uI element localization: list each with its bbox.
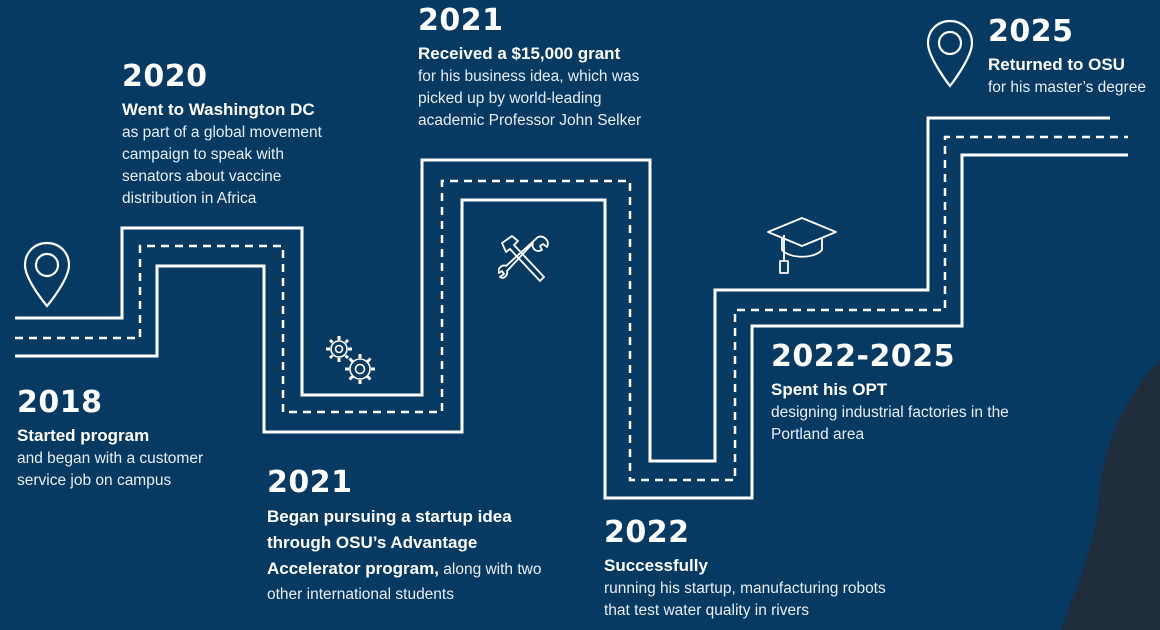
milestone-2025: 2025 Returned to OSU for his master’s de… — [988, 15, 1160, 99]
milestone-year: 2020 — [122, 59, 208, 94]
milestone-text: for his master’s degree — [988, 79, 1146, 96]
milestone-text: along with two other international stude… — [267, 561, 542, 603]
milestone-2021-accelerator: 2021 Began pursuing a startup idea throu… — [267, 466, 567, 607]
milestone-text: and began with a customer service job on… — [17, 450, 204, 489]
milestone-2018: 2018 Started program and began with a cu… — [17, 386, 257, 492]
milestone-year: 2022-2025 — [771, 339, 955, 374]
jacket-shape — [1062, 360, 1160, 630]
milestone-text: for his business idea, which was picked … — [418, 68, 642, 129]
milestone-2022: 2022 Successfully running his startup, m… — [604, 516, 904, 622]
milestone-text: designing industrial factories in the Po… — [771, 404, 1009, 443]
milestone-text: running his startup, manufacturing robot… — [604, 580, 886, 619]
milestone-year: 2025 — [988, 14, 1074, 49]
milestone-text: as part of a global movement campaign to… — [122, 124, 322, 207]
map-pin-icon — [23, 241, 71, 308]
milestone-2020: 2020 Went to Washington DC as part of a … — [122, 60, 357, 210]
graduation-cap-icon — [767, 217, 837, 274]
milestone-heading: Went to Washington DC — [122, 100, 315, 119]
milestone-description: Began pursuing a startup idea through OS… — [267, 504, 557, 607]
gears-icon — [326, 336, 375, 384]
road-edge-top — [15, 116, 1110, 463]
milestone-year: 2022 — [604, 515, 690, 550]
road-edge-bottom — [15, 153, 1128, 500]
hammer-wrench-icon — [498, 235, 549, 282]
milestone-year: 2018 — [17, 385, 103, 420]
milestone-heading: Started program — [17, 426, 150, 445]
map-pin-icon — [926, 19, 974, 88]
milestone-year: 2021 — [267, 465, 353, 500]
milestone-2022-2025: 2022-2025 Spent his OPT designing indust… — [771, 340, 1021, 446]
milestone-heading: Spent his OPT — [771, 380, 888, 399]
milestone-heading: Began pursuing a startup idea through OS… — [267, 507, 512, 578]
road-center-dashed — [15, 135, 1128, 482]
milestone-heading: Received a $15,000 grant — [418, 44, 621, 63]
milestone-year: 2021 — [418, 3, 504, 38]
milestone-2021-grant: 2021 Received a $15,000 grant for his bu… — [418, 4, 668, 132]
milestone-heading: Successfully — [604, 556, 708, 575]
milestone-heading: Returned to OSU — [988, 55, 1125, 74]
